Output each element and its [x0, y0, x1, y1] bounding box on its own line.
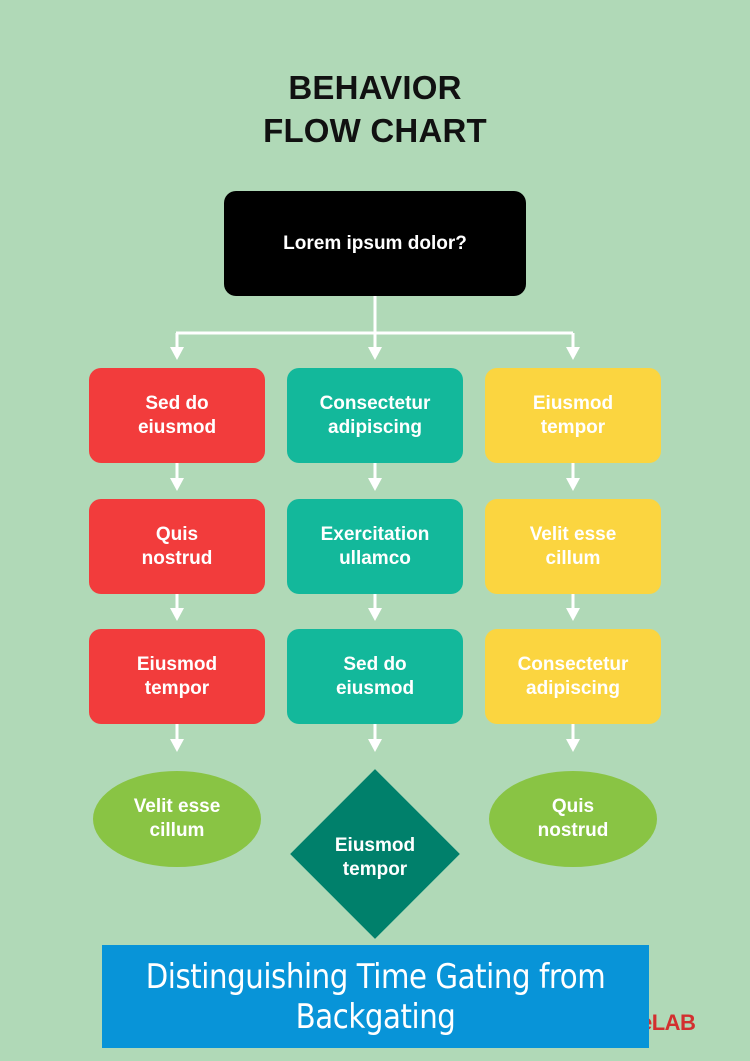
col2-end-diamond: Eiusmod tempor — [290, 769, 460, 939]
col1-end-oval: Velit esse cillum — [93, 771, 261, 867]
diamond-label: Eiusmod tempor — [291, 770, 459, 946]
root-question-label: Lorem ipsum dolor? — [283, 232, 467, 254]
banner-line2: Backgating — [295, 996, 456, 1037]
col3-end-oval: Quis nostrud — [489, 771, 657, 867]
arrowhead-col3-3 — [566, 739, 580, 752]
col1-box-2-line2: nostrud — [141, 547, 213, 569]
col2-box-3-line1: Sed do — [343, 653, 407, 675]
arrowhead-col2-1 — [368, 478, 382, 491]
arrowhead-col3-1 — [566, 478, 580, 491]
arrowhead-col2-2 — [368, 608, 382, 621]
brand-logo: eLAB — [640, 1010, 696, 1035]
arrowheads — [170, 347, 580, 752]
col3-box-1-line1: Eiusmod — [532, 392, 614, 414]
col1-box-3: Eiusmod tempor — [89, 629, 265, 724]
col2-box-3: Sed do eiusmod — [287, 629, 463, 724]
col1-box-1-line2: eiusmod — [137, 416, 217, 438]
col2-box-1-line2: adipiscing — [328, 416, 422, 438]
col2-box-2: Exercitation ullamco — [287, 499, 463, 594]
col3-end-line1: Quis — [551, 796, 595, 817]
col2-end-line1: Eiusmod — [334, 835, 416, 856]
col3-box-3: Consectetur adipiscing — [485, 629, 661, 724]
col3-box-2-line2: cillum — [545, 547, 601, 569]
chart-title: BEHAVIOR FLOW CHART — [0, 66, 750, 152]
col3-box-2-line1: Velit esse — [529, 523, 617, 545]
col3-box-2: Velit esse cillum — [485, 499, 661, 594]
col1-box-1: Sed do eiusmod — [89, 368, 265, 463]
chart-title-line2: FLOW CHART — [263, 112, 487, 149]
col1-end-line2: cillum — [149, 820, 205, 841]
col3-box-1-line2: tempor — [540, 416, 606, 438]
col3-end-line2: nostrud — [537, 820, 609, 841]
arrowhead-col3-2 — [566, 608, 580, 621]
col2-box-2-line1: Exercitation — [320, 523, 430, 545]
caption-banner: Distinguishing Time Gating from Backgati… — [102, 945, 649, 1048]
col1-box-2-line1: Quis — [155, 523, 199, 545]
arrowhead-col1-1 — [170, 478, 184, 491]
arrowhead-col1-2 — [170, 608, 184, 621]
col1-box-3-line2: tempor — [144, 677, 210, 699]
col2-box-1-line1: Consectetur — [319, 392, 431, 414]
col3-box-3-line2: adipiscing — [526, 677, 620, 699]
banner-line1: Distinguishing Time Gating from — [145, 956, 606, 997]
col2-end-line2: tempor — [342, 859, 408, 880]
arrowhead-col1-top — [170, 347, 184, 360]
col1-box-1-line1: Sed do — [145, 392, 209, 414]
col2-box-3-line2: eiusmod — [335, 677, 415, 699]
arrowhead-col2-3 — [368, 739, 382, 752]
col2-box-2-line2: ullamco — [339, 547, 411, 569]
arrowhead-col1-3 — [170, 739, 184, 752]
root-question-node: Lorem ipsum dolor? — [224, 191, 526, 296]
arrowhead-col3-top — [566, 347, 580, 360]
col1-box-2: Quis nostrud — [89, 499, 265, 594]
arrowhead-col2-top — [368, 347, 382, 360]
col3-box-1: Eiusmod tempor — [485, 368, 661, 463]
col3-box-3-line1: Consectetur — [517, 653, 629, 675]
chart-title-line1: BEHAVIOR — [288, 69, 462, 106]
col1-box-3-line1: Eiusmod — [136, 653, 218, 675]
col2-box-1: Consectetur adipiscing — [287, 368, 463, 463]
col1-end-line1: Velit esse — [133, 796, 221, 817]
